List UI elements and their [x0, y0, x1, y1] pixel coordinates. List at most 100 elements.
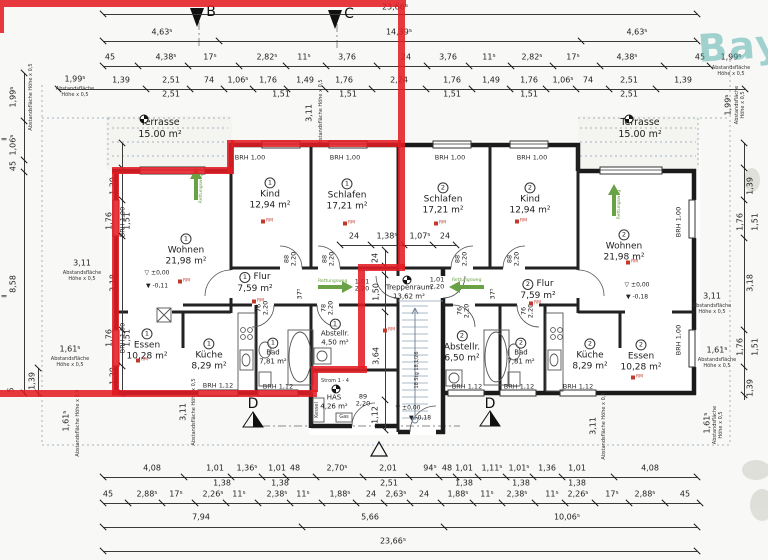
room-name: Bad [514, 348, 528, 357]
room-name: Schlafen [423, 194, 463, 205]
smoke-detector-rm-marker: RM [260, 219, 273, 224]
dim-label: 11⁵ [297, 52, 311, 62]
dim-label: 23,66⁵ [381, 2, 409, 12]
terrace-name: Terrasse [140, 116, 180, 128]
room-name: HAS [326, 393, 342, 402]
interior-walls [116, 145, 694, 432]
annotation-cap: Abstandsfläche Höhe x 0,5 [697, 356, 737, 369]
dim-label: 1,99⁵ [8, 86, 18, 108]
room-name: Küche [195, 350, 223, 361]
dim-label: 2,51 [162, 75, 180, 85]
annotation-dim: 1,61⁵ [706, 345, 728, 355]
annotation-brh: BRH 1,00 [516, 153, 548, 162]
dim-label: 1,01 [206, 463, 224, 473]
dim-line [103, 66, 710, 67]
dim-label: 8,58 [8, 275, 18, 293]
dim-label: 1,36⁵ [236, 463, 258, 473]
annotation-lvl: ▽ ±0,00 [624, 281, 650, 289]
dim-label: 4,08 [641, 463, 659, 473]
quadrant-symbol-icon [402, 275, 412, 285]
red-outline-segment [0, 0, 406, 7]
dim-label: 48 [441, 463, 453, 473]
dim-label: 1,76 [335, 75, 353, 85]
dim-label: 4,38⁵ [155, 52, 177, 62]
annotation-lvl: ▼ -0,11 [145, 282, 169, 290]
terrace-2 [578, 116, 699, 170]
room-name: Schlafen [327, 190, 367, 201]
dim-label: 2,38⁵ [266, 489, 288, 499]
dim-label: 23,66⁵ [379, 536, 407, 546]
room-name: Wohnen [167, 245, 205, 256]
dim-label: 2,82⁵ [256, 52, 278, 62]
annotation-dim: 3,11 [73, 258, 91, 268]
room-area: 8,29 m² [191, 361, 227, 372]
annotation-cap: Kessel [313, 402, 320, 418]
dim-label: 1,39 [674, 75, 692, 85]
room-number: 1 [180, 233, 192, 245]
dim-label: 1,49 [296, 75, 314, 85]
red-outline-segment [0, 390, 317, 397]
room-number: 2 [524, 182, 536, 194]
dim-label: 4,08 [143, 463, 161, 473]
dim-label: 1,01 [455, 463, 473, 473]
dim-label: 1,06⁵ [552, 75, 574, 85]
dim-label: 2,51 [620, 75, 638, 85]
room-number: 1 [264, 177, 276, 189]
room-area: 10,28 m² [126, 351, 168, 362]
annotation-dim: 3,11 [703, 291, 721, 301]
annotation-lvl: ▽ ±0,00 [144, 269, 170, 277]
dim-label: 1,39 [112, 75, 130, 85]
dim-label: 1,51 [750, 213, 760, 231]
smoke-detector-rm-marker: RM [382, 328, 395, 333]
terrace-area: 15.00 m² [618, 128, 662, 140]
annotation-cap: Abstandsfläche Höhe x 0,5 [190, 378, 197, 446]
dim-line [122, 143, 123, 397]
room-number: 2 [522, 278, 534, 290]
annotation-brh: BRH 1,00 [329, 153, 361, 162]
dim-label: 24 [370, 252, 380, 264]
room-name: Küche [576, 350, 604, 361]
section-marker-letter: D [484, 396, 496, 413]
dim-label: 1,38 [455, 478, 473, 488]
room-number: 1 [329, 318, 341, 330]
dim-label: 11⁵ [545, 489, 559, 499]
door-arcs [204, 245, 605, 433]
room-number: 2 [456, 330, 468, 342]
room-number: 1 [141, 328, 153, 340]
dim-label: 2,82⁵ [521, 52, 543, 62]
dim-label: 74 [203, 75, 215, 85]
annotation-lvl: ▽ ±0,00 [395, 404, 421, 412]
arrow-head [449, 281, 460, 293]
dim-label: 2,38⁵ [506, 489, 528, 499]
room-name: Treppenraum [385, 283, 433, 292]
dim-label: 17⁵ [169, 489, 183, 499]
room-area: 12,94 m² [509, 205, 551, 216]
room-name: Essen [133, 340, 161, 351]
annotation-brh: BRH 1,00 [118, 206, 127, 238]
room-number: 2 [618, 229, 630, 241]
room-area: 7,81 m² [259, 357, 287, 366]
dim-label: 1,01 [268, 463, 286, 473]
dim-line [103, 551, 697, 552]
room-area: 8,29 m² [572, 361, 608, 372]
annotation-brh: BRH 1,12 [451, 382, 483, 391]
dim-label: 1,88⁵ [447, 489, 469, 499]
dim-label: 45 [104, 52, 116, 62]
dim-label: 5,66 [361, 512, 379, 522]
room-number: 2 [515, 337, 527, 349]
annotation-dim: = [0, 134, 8, 144]
dim-label: 2,01 [379, 463, 397, 473]
dim-label: 2,51 [162, 89, 180, 99]
dim-label: 1,76 [259, 75, 277, 85]
arrow-shaft [318, 285, 342, 289]
arrow-head [342, 281, 353, 293]
room-area: 4,26 m² [320, 402, 348, 411]
dim-label: 1,38⁵ [376, 231, 398, 241]
dim-label: 2,26⁵ [202, 489, 224, 499]
annotation-brh: BRH 1,00 [674, 324, 683, 356]
